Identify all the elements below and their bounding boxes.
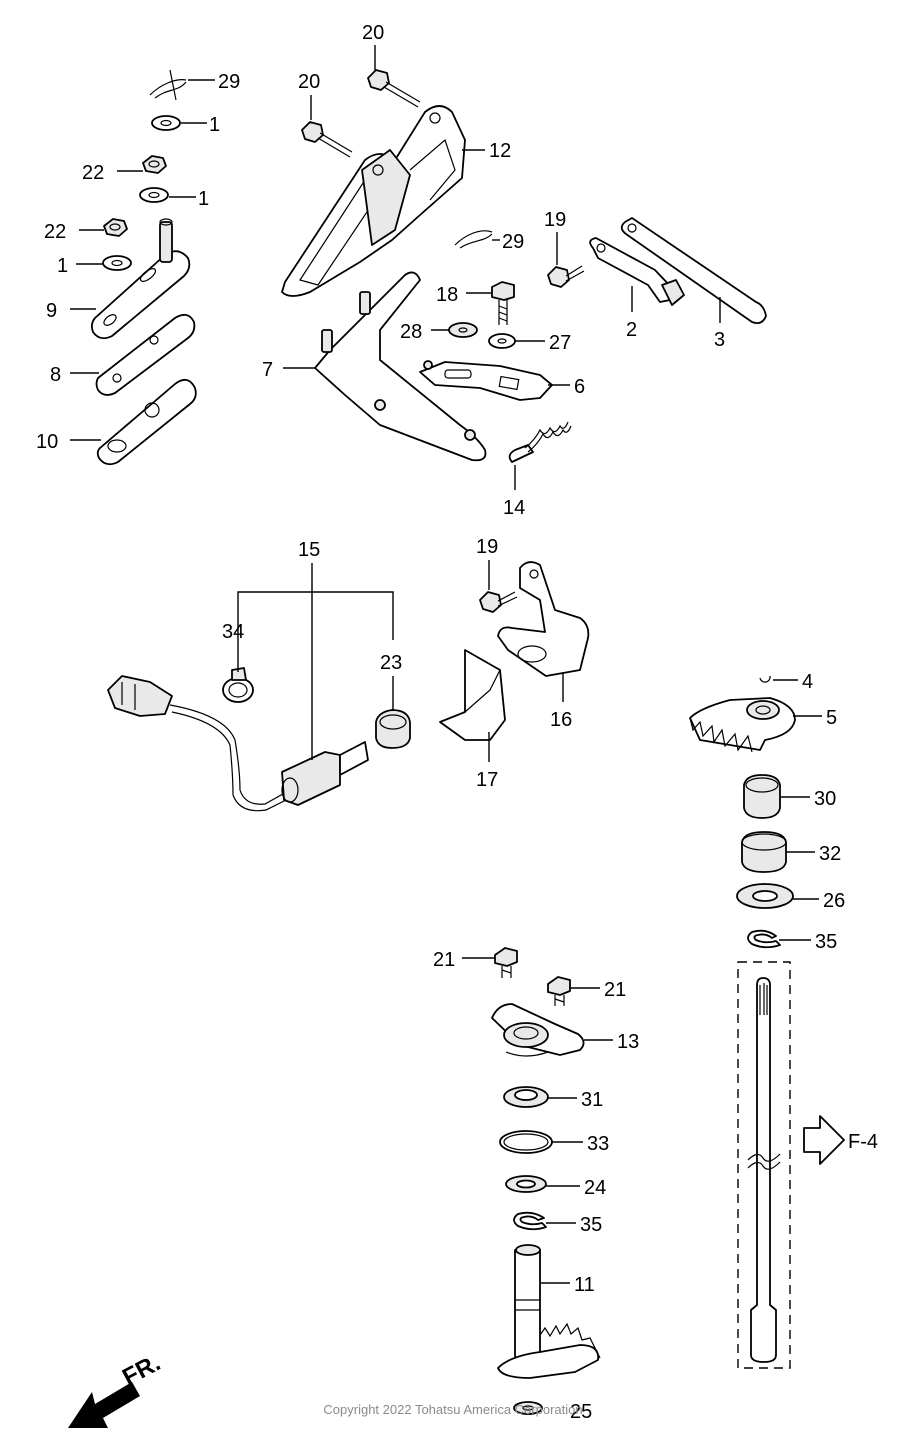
callout-21-right: 21 (604, 979, 626, 1001)
callout-1-top: 1 (209, 114, 220, 136)
reference-arrow-icon (803, 1115, 845, 1165)
sector-gear-5 (689, 697, 796, 753)
callout-3: 3 (714, 329, 725, 351)
callout-25: 25 (570, 1401, 592, 1423)
bolt-19-top (547, 265, 585, 288)
cotter-pin-29-right (454, 230, 493, 249)
callout-15: 15 (298, 539, 320, 561)
callout-28: 28 (400, 321, 422, 343)
o-ring-33 (499, 1130, 553, 1154)
washer-25 (513, 1401, 543, 1415)
callout-10: 10 (36, 431, 58, 453)
link-plate-9 (90, 218, 191, 340)
callout-27: 27 (549, 332, 571, 354)
bracket-12 (281, 105, 466, 297)
circlip-35-lower (513, 1211, 547, 1231)
clip-34 (222, 667, 254, 703)
callout-22-lower: 22 (44, 221, 66, 243)
callout-33: 33 (587, 1133, 609, 1155)
copyright-notice: Copyright 2022 Tohatsu America Corporati… (323, 1402, 582, 1417)
washer-26 (736, 883, 794, 909)
callout-18: 18 (436, 284, 458, 306)
callout-14: 14 (503, 497, 525, 519)
bolt-21-right (547, 976, 571, 1006)
collar-32 (741, 831, 787, 873)
bushing-23 (375, 709, 411, 749)
callout-5: 5 (826, 707, 837, 729)
seal-31 (503, 1086, 549, 1108)
callout-21-left: 21 (433, 949, 455, 971)
callout-2: 2 (626, 319, 637, 341)
bolt-18 (491, 281, 515, 325)
callout-17: 17 (476, 769, 498, 791)
callout-30: 30 (814, 788, 836, 810)
callout-24: 24 (584, 1177, 606, 1199)
washer-1-middle (139, 187, 169, 203)
callout-11: 11 (574, 1274, 595, 1296)
nut-22-lower (103, 218, 128, 237)
callout-29-right: 29 (502, 231, 524, 253)
callout-7: 7 (262, 359, 273, 381)
bolt-19-middle (479, 591, 518, 613)
leader-lines (70, 45, 822, 1284)
reference-label: F-4 (848, 1131, 878, 1153)
callout-6: 6 (574, 376, 585, 398)
washer-27 (488, 333, 516, 349)
callout-23: 23 (380, 652, 402, 674)
bolt-21-left (494, 947, 518, 978)
e-clip-4 (759, 675, 771, 683)
callout-numbers: 29 1 22 1 22 1 9 8 10 20 20 12 7 19 29 1… (36, 22, 845, 1423)
callout-20-right: 20 (362, 22, 384, 44)
callout-35-upper: 35 (815, 931, 837, 953)
guide-17 (439, 649, 506, 741)
plate-3 (620, 217, 767, 325)
callout-13: 13 (617, 1031, 639, 1053)
cotter-pin-29-left (149, 69, 187, 101)
front-label: FR. (118, 1349, 165, 1391)
callout-1-lower: 1 (57, 255, 68, 277)
washer-28 (448, 322, 478, 338)
callout-1-middle: 1 (198, 188, 209, 210)
callout-19-top: 19 (544, 209, 566, 231)
washer-1-lower (102, 255, 132, 271)
callout-16: 16 (550, 709, 572, 731)
nut-22-top (142, 155, 167, 174)
callout-19-middle: 19 (476, 536, 498, 558)
callout-12: 12 (489, 140, 511, 162)
link-rod-2 (589, 237, 685, 306)
callout-29-left: 29 (218, 71, 240, 93)
bolt-20-left (301, 121, 353, 158)
sensor-body-15 (281, 741, 369, 806)
callout-31: 31 (581, 1089, 603, 1111)
bushing-30 (743, 774, 781, 819)
callout-8: 8 (50, 364, 61, 386)
link-plate-8 (95, 313, 196, 396)
washer-1-top (151, 115, 181, 131)
spring-14 (508, 421, 572, 463)
holder-13 (491, 1003, 585, 1057)
bolt-20-right (367, 69, 421, 108)
callout-22-top: 22 (82, 162, 104, 184)
callout-32: 32 (819, 843, 841, 865)
connector-15 (107, 675, 293, 812)
link-plate-10 (96, 378, 197, 466)
bracket-16 (497, 561, 590, 677)
callout-35-lower: 35 (580, 1214, 602, 1236)
callout-4: 4 (802, 671, 813, 693)
washer-24 (505, 1175, 547, 1193)
front-direction-arrow-icon (68, 1382, 140, 1428)
lever-arm-7 (314, 271, 487, 462)
callout-34: 34 (222, 621, 244, 643)
shift-shaft-11 (497, 1244, 601, 1379)
plate-6 (419, 360, 553, 401)
callout-26: 26 (823, 890, 845, 912)
shift-rod-assembly (737, 961, 791, 1369)
callout-9: 9 (46, 300, 57, 322)
circlip-35-upper (747, 929, 781, 949)
callout-20-left: 20 (298, 71, 320, 93)
